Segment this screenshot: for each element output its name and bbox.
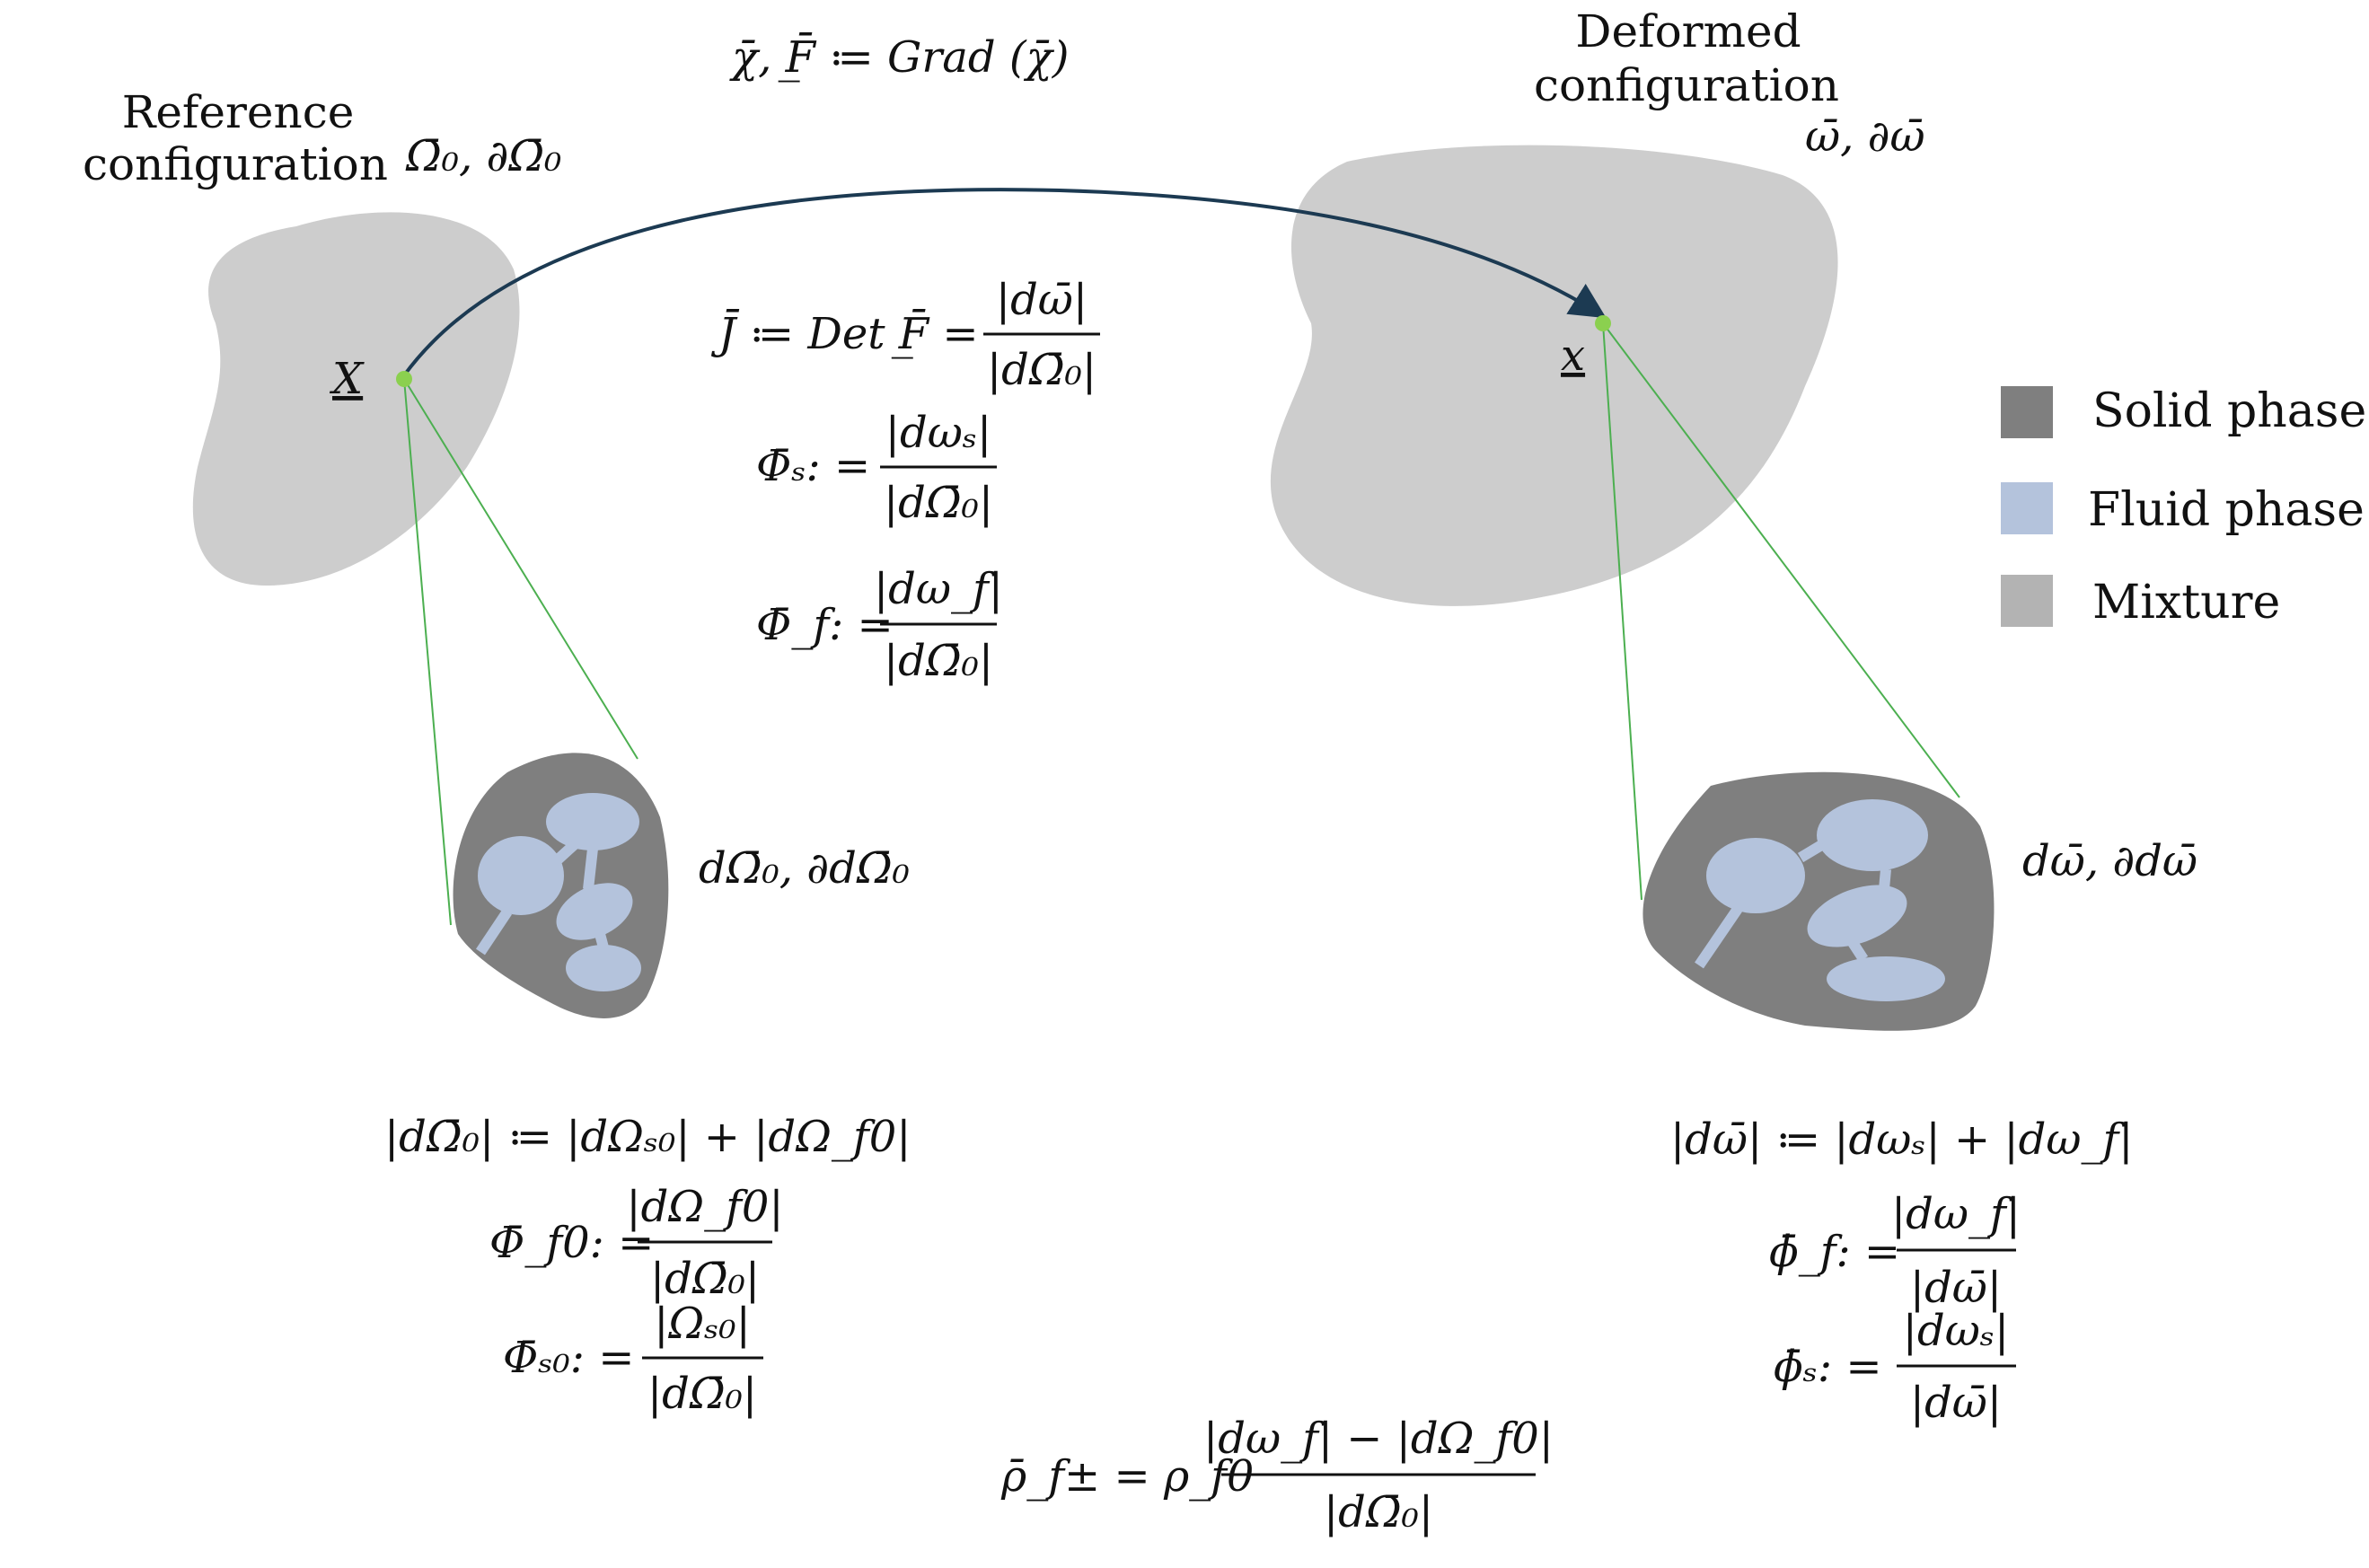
deformed-channel — [1879, 868, 1891, 890]
reference-title-line1: Reference — [122, 86, 355, 138]
reference-domain-shape — [192, 212, 520, 586]
phi-f-equation: Φ̄_f: = |dω_f| |dΩ̄₀| — [756, 564, 1003, 686]
equation-lhs: J̄ ≔ Det F̲̄ = — [710, 307, 979, 359]
deformed-zoom-line-left — [1602, 322, 1642, 901]
deformed-pore — [1807, 885, 1907, 947]
deformed-title-line2: configuration — [1534, 59, 1839, 111]
reference-channel — [550, 840, 579, 867]
deformed-volume-equation: |dω̄| ≔ |dωₛ| + |dω_f| — [1670, 1114, 2133, 1165]
phi-s-deformed-equation: ϕ̄ₛ: = |dωₛ| |dω̄| — [1774, 1306, 2016, 1428]
mapping-formula: χ̄, F̲̄ ≔ Grad (χ̄) — [729, 31, 1069, 83]
equation-lhs: ϕ̄_f: = — [1769, 1227, 1900, 1277]
phi-s-equation: Φ̄ₛ: = |dωₛ| |dΩ̄₀| — [756, 408, 997, 528]
deformed-point — [1595, 315, 1611, 331]
phi-f0-equation: Φ̄_f0: = |dΩ_f0| |dΩ̄₀| — [489, 1182, 784, 1304]
equation-numerator: |Ωₛ₀| — [654, 1299, 751, 1349]
deformed-zoom-line-right — [1602, 322, 1960, 798]
legend: Solid phase Fluid phase Mixture — [2001, 384, 2366, 630]
equation-lhs: Φ̄_f: = — [756, 600, 894, 650]
equation-denominator: |dΩ̄₀| — [1324, 1487, 1433, 1537]
equation-lhs: ϕ̄ₛ: = — [1774, 1342, 1882, 1392]
equation-numerator: |dω_f| — [874, 564, 1003, 614]
jacobian-equation: J̄ ≔ Det F̲̄ = |dω̄| |dΩ̄₀| — [710, 275, 1100, 395]
phi-f-deformed-equation: ϕ̄_f: = |dω_f| |dω̄| — [1769, 1189, 2021, 1313]
equation-numerator: |dωₛ| — [885, 408, 991, 458]
legend-swatch-solid — [2001, 386, 2053, 438]
reference-pore — [556, 883, 633, 940]
equation-numerator: |dω̄| — [996, 275, 1088, 325]
reference-pore — [566, 945, 641, 991]
reference-pore — [546, 793, 639, 850]
reference-channel — [594, 932, 609, 949]
deformed-element-label: dω̄, ∂dω̄ — [2022, 836, 2197, 886]
reference-micro-element — [453, 753, 669, 1018]
equation-denominator: |dΩ̄₀| — [987, 345, 1096, 395]
equation-denominator: |dΩ̄₀| — [884, 478, 993, 528]
reference-channel — [476, 908, 512, 956]
deformed-domain-shape — [1270, 145, 1838, 606]
deformed-micro-element — [1642, 771, 1995, 1031]
density-equation: ρ̄_f± = ρ_f0 |dω_f| − |dΩ_f0| |dΩ̄₀| — [1000, 1414, 1554, 1537]
deformed-point-label: x — [1561, 330, 1585, 381]
deformed-title-line1: Deformed — [1575, 5, 1801, 57]
legend-label-solid: Solid phase — [2092, 384, 2366, 438]
equation-denominator: |dΩ̄₀| — [884, 636, 993, 686]
equation-denominator: |dω̄| — [1910, 1378, 2002, 1428]
equation-lhs: Φ̄ₛ₀: = — [503, 1333, 634, 1383]
reference-title-line2: configuration — [83, 138, 388, 190]
equation-denominator: |dΩ̄₀| — [647, 1369, 757, 1419]
reference-channel — [583, 848, 598, 890]
legend-label-mixture: Mixture — [2092, 576, 2280, 630]
deformed-solid-matrix — [1642, 771, 1995, 1031]
mapping-arrow — [402, 188, 1607, 377]
reference-zoom-line-left — [403, 378, 452, 926]
equation-lhs: Φ̄ₛ: = — [756, 441, 870, 491]
deformed-channel — [1797, 839, 1827, 863]
deformed-domain-label: ω̄, ∂ω̄ — [1805, 111, 1925, 162]
reference-zoom-line-right — [403, 378, 638, 760]
equation-numerator: |dΩ_f0| — [626, 1182, 783, 1232]
legend-swatch-fluid — [2001, 482, 2053, 534]
deformed-channel — [1695, 905, 1742, 969]
reference-domain-label: Ω̄₀, ∂Ω̄₀ — [405, 131, 561, 181]
phi-s0-equation: Φ̄ₛ₀: = |Ωₛ₀| |dΩ̄₀| — [503, 1299, 763, 1419]
reference-point-label: X — [329, 354, 365, 404]
equation-numerator: |dω_f| — [1891, 1189, 2021, 1239]
reference-element-label: dΩ̄₀, ∂dΩ̄₀ — [699, 843, 910, 894]
deformed-channel — [1845, 935, 1869, 963]
reference-volume-equation: |dΩ̄₀| ≔ |dΩₛ₀| + |dΩ_f0| — [384, 1112, 911, 1162]
reference-point — [396, 371, 412, 387]
equation-denominator: |dΩ̄₀| — [650, 1254, 760, 1304]
legend-label-fluid: Fluid phase — [2088, 483, 2365, 537]
equation-numerator: |dωₛ| — [1903, 1306, 2009, 1356]
equation-numerator: |dω_f| − |dΩ_f0| — [1203, 1414, 1554, 1464]
equation-denominator: |dω̄| — [1910, 1263, 2002, 1313]
reference-pore — [478, 836, 564, 915]
equation-lhs: Φ̄_f0: = — [489, 1218, 654, 1268]
equation-lhs: ρ̄_f± = ρ_f0 — [1000, 1451, 1254, 1502]
legend-swatch-mixture — [2001, 575, 2053, 627]
deformed-pore — [1827, 956, 1945, 1001]
deformed-pore — [1706, 838, 1805, 913]
deformed-pore — [1817, 799, 1928, 871]
